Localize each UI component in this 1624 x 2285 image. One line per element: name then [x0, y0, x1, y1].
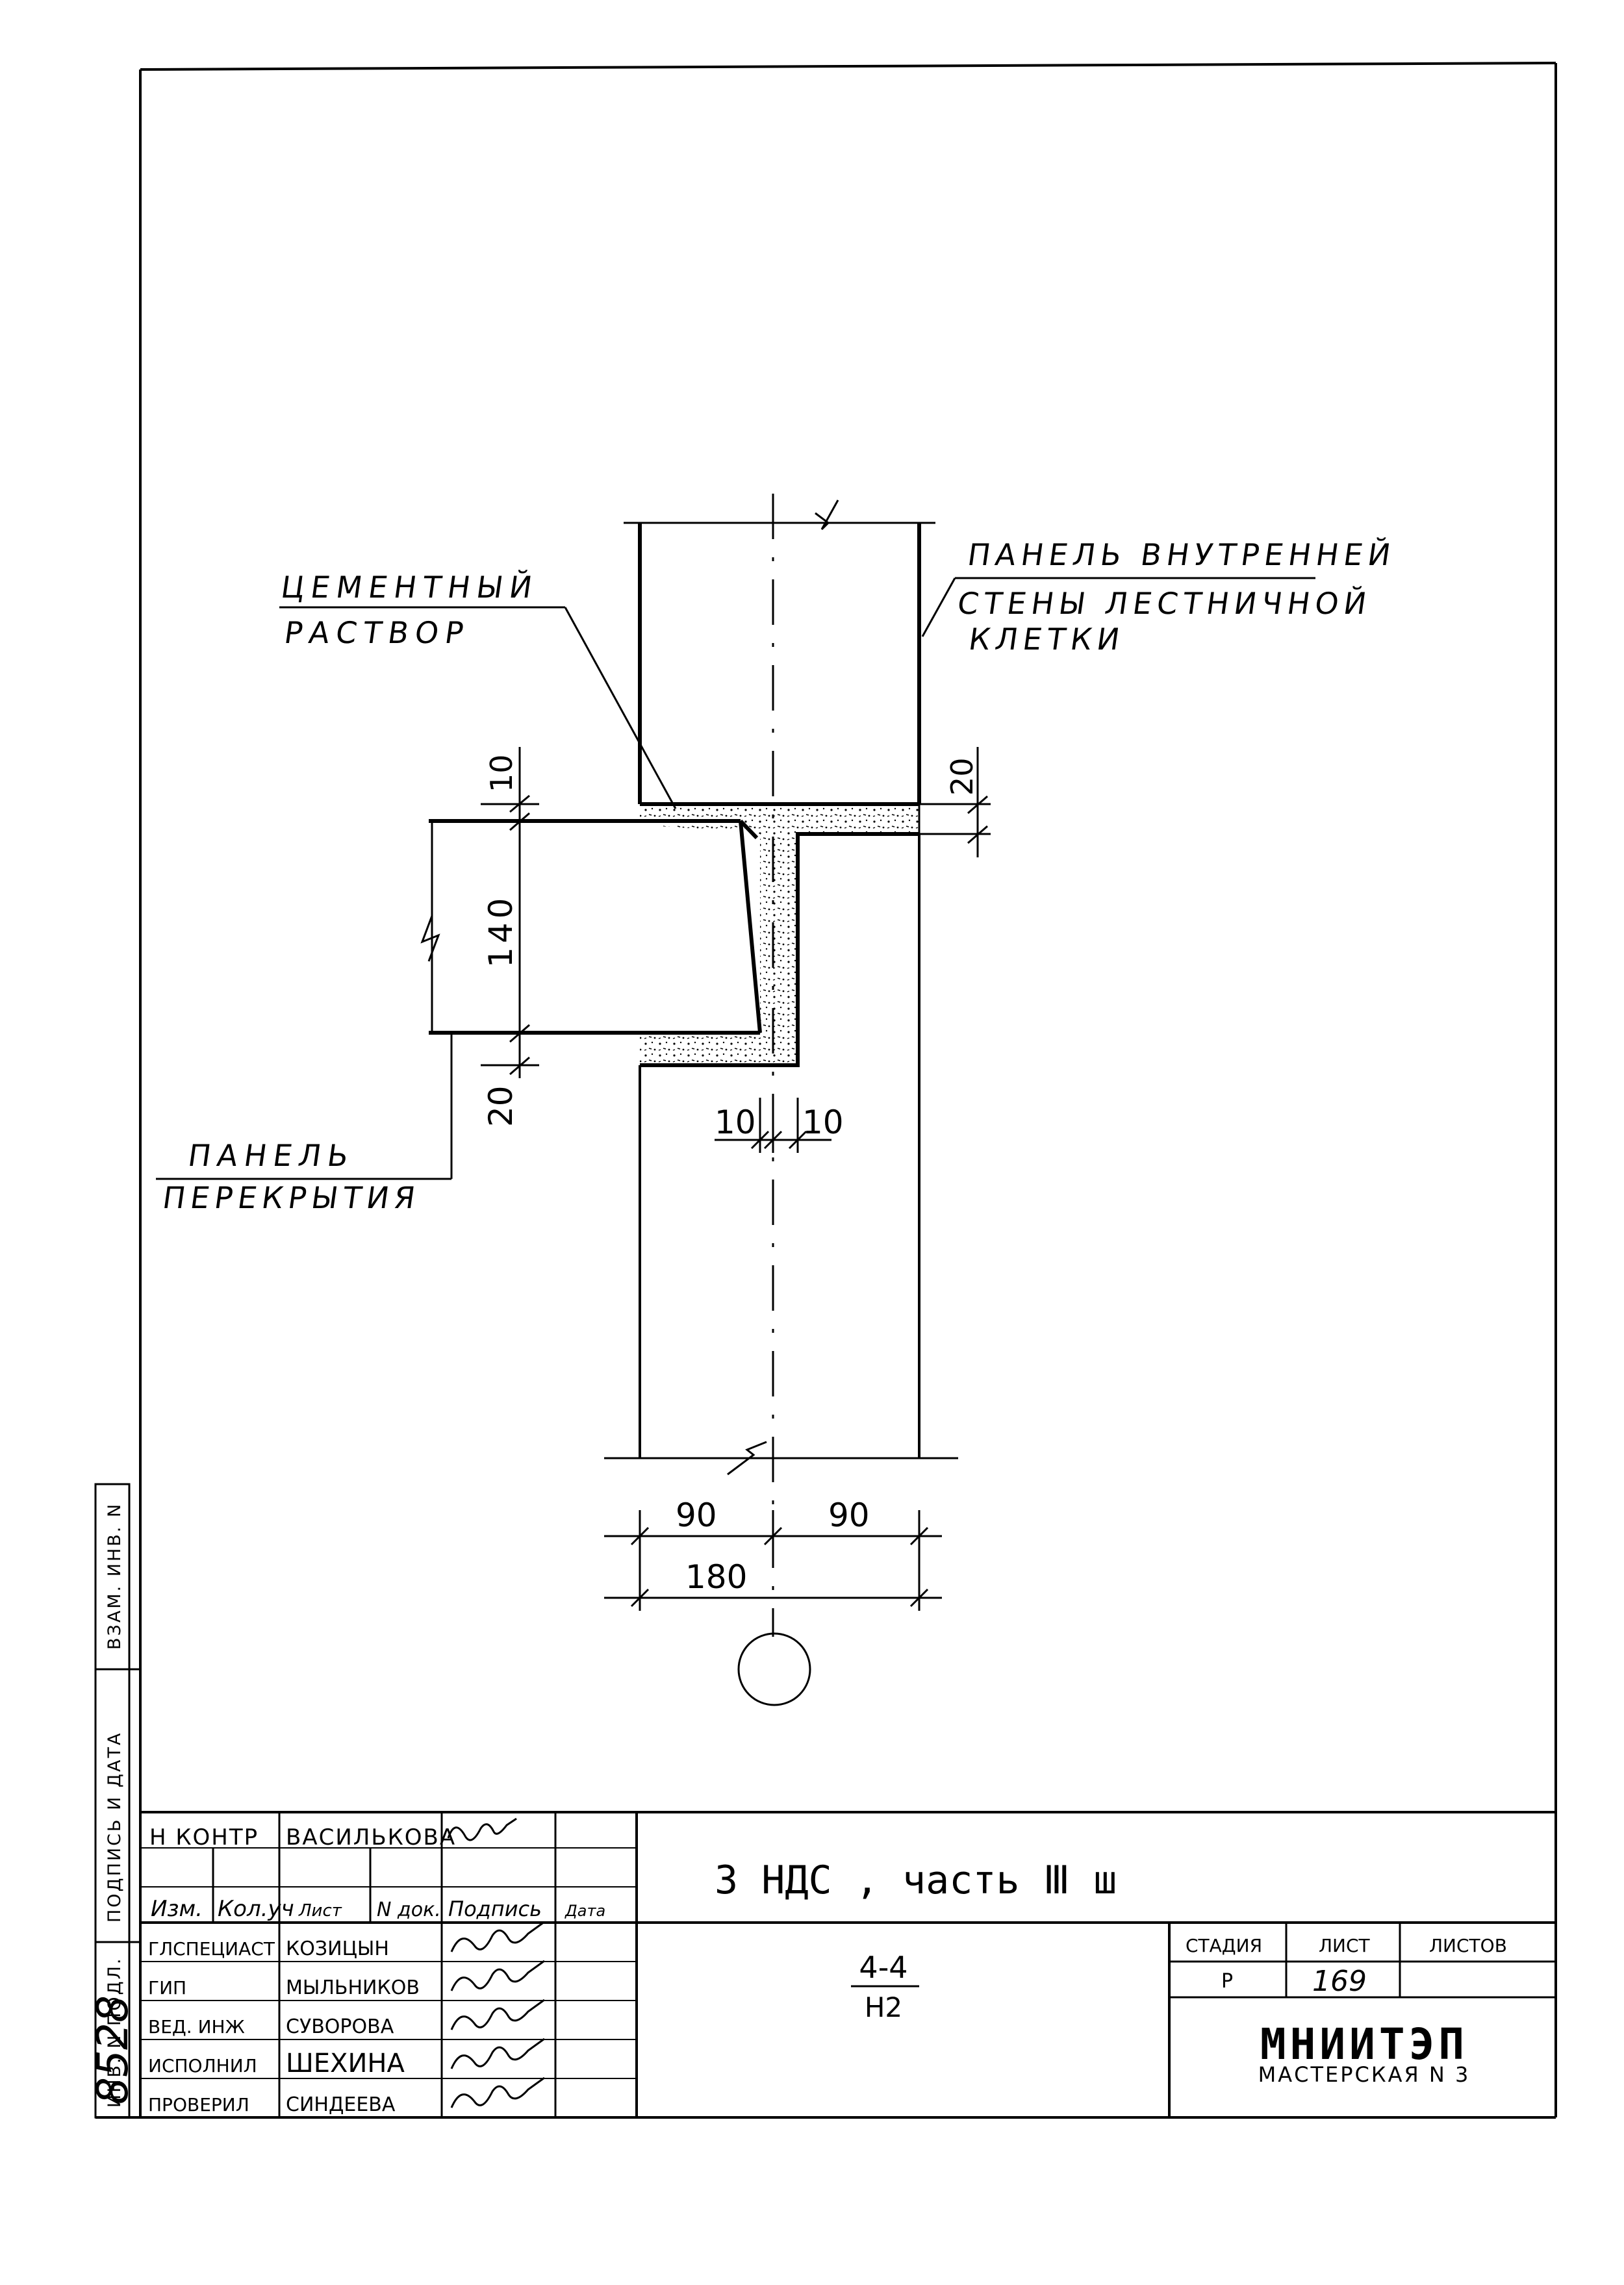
sheet-frame	[95, 62, 1557, 2119]
tb-row-name: КОЗИЦЫН	[286, 1938, 389, 1960]
tb-sheets-label: ЛИСТОВ	[1429, 1935, 1507, 1956]
tb-control-signature	[447, 1817, 517, 1841]
tb-org-sub: МАСТЕРСКАЯ N 3	[1258, 2062, 1471, 2087]
tb-row-role: ГИП	[148, 1977, 186, 1999]
tb-header-ndok: N док.	[377, 1899, 441, 1921]
label-slab-line2: ПЕРЕКРЫТИЯ	[160, 1180, 422, 1215]
dimension-width	[604, 1510, 942, 1611]
side-stamp-inv-podl: ИНВ. N ПОДЛ.	[105, 1956, 125, 2108]
leader-lines	[156, 577, 1315, 1180]
tb-signatory-rows: ГЛСПЕЦИАСТ КОЗИЦЫН ГИП МЫЛЬНИКОВ ВЕД. ИНЖ СУВ…	[148, 1921, 545, 2116]
dimension-slab	[481, 747, 539, 1078]
dim-top-gap: 10	[484, 754, 519, 792]
dim-slab-thickness: 140	[482, 894, 520, 968]
tb-row-signature	[450, 2077, 545, 2108]
dim-step-left: 10	[715, 1104, 756, 1141]
tb-header-list: Лист	[298, 1901, 342, 1921]
tb-control-role: Н КОНТР	[149, 1824, 259, 1850]
tb-row-signature	[450, 2038, 545, 2069]
dim-half-left: 90	[676, 1496, 717, 1534]
side-stamp-podpis-data: ПОДПИСЬ И ДАТА	[105, 1732, 125, 1923]
tb-project-title: 3 НДС , часть Ⅲ ш	[715, 1858, 1117, 1903]
tb-row-signature	[450, 1999, 545, 2030]
floor-slab-panel	[420, 819, 762, 1035]
dim-total-width: 180	[685, 1558, 747, 1596]
tb-sheet-value: 169	[1312, 1965, 1367, 1998]
tb-row-signature	[450, 1960, 545, 1991]
label-mortar-line2: РАСТВОР	[282, 615, 472, 650]
tb-header-podpis: Подпись	[448, 1897, 542, 1921]
tb-stage-label: СТАДИЯ	[1186, 1935, 1262, 1956]
label-wall-line2: СТЕНЫ ЛЕСТНИЧНОЙ	[956, 586, 1374, 621]
tb-row-name: СУВОРОВА	[286, 2015, 394, 2038]
title-block	[140, 1811, 1556, 2117]
tb-section-code: 4-4	[859, 1950, 907, 1985]
dimension-step	[715, 1098, 831, 1153]
tb-row-role: ВЕД. ИНЖ	[148, 2016, 245, 2038]
tb-row-name: МЫЛЬНИКОВ	[286, 1976, 420, 1999]
mortar-joint	[640, 804, 919, 1065]
label-wall-line3: КЛЕТКИ	[967, 622, 1127, 657]
tb-row-name: ШЕХИНА	[286, 2049, 405, 2078]
tb-row-name: СИНДЕЕВА	[286, 2093, 396, 2116]
axis-marker-circle	[737, 1632, 811, 1706]
side-stamp-vzam-inv: ВЗАМ. ИНВ. N	[105, 1502, 125, 1650]
lower-wall-panel	[604, 804, 958, 1476]
label-wall-line1: ПАНЕЛЬ ВНУТРЕННЕЙ	[965, 537, 1398, 572]
tb-header-data: Дата	[565, 1902, 605, 1920]
label-slab-line1: ПАНЕЛЬ	[186, 1138, 357, 1173]
tb-row-role: ГЛСПЕЦИАСТ	[148, 1938, 275, 1960]
tb-header-kol: Кол.уч	[218, 1896, 294, 1922]
dim-step-right: 10	[802, 1104, 844, 1141]
dimension-right-joint	[919, 747, 991, 857]
label-mortar-line1: ЦЕМЕНТНЫЙ	[279, 570, 540, 605]
tb-org-name: МНИИТЭП	[1260, 2019, 1468, 2069]
dim-bottom-gap: 20	[482, 1085, 520, 1127]
tb-control-name: ВАСИЛЬКОВА	[286, 1824, 456, 1850]
tb-sheet-label: ЛИСТ	[1319, 1935, 1371, 1956]
tb-row-signature	[450, 1921, 545, 1952]
tb-row-role: ПРОВЕРИЛ	[148, 2094, 249, 2115]
tb-section-sheet: Н2	[865, 1991, 902, 2023]
dim-right-gap: 20	[945, 757, 980, 796]
dim-half-right: 90	[828, 1496, 870, 1534]
tb-row-role: ИСПОЛНИЛ	[148, 2055, 257, 2077]
side-stamp	[94, 1483, 140, 2119]
side-stamp-inv-number: 8528	[88, 1995, 138, 2104]
tb-stage-value: Р	[1221, 1970, 1233, 1993]
section-drawing: ЦЕМЕНТНЫЙ РАСТВОР ПАНЕЛЬ ВНУТРЕННЕЙ СТЕН…	[156, 494, 1398, 1706]
tb-header-izm: Изм.	[151, 1896, 203, 1922]
upper-wall-panel	[624, 499, 935, 806]
